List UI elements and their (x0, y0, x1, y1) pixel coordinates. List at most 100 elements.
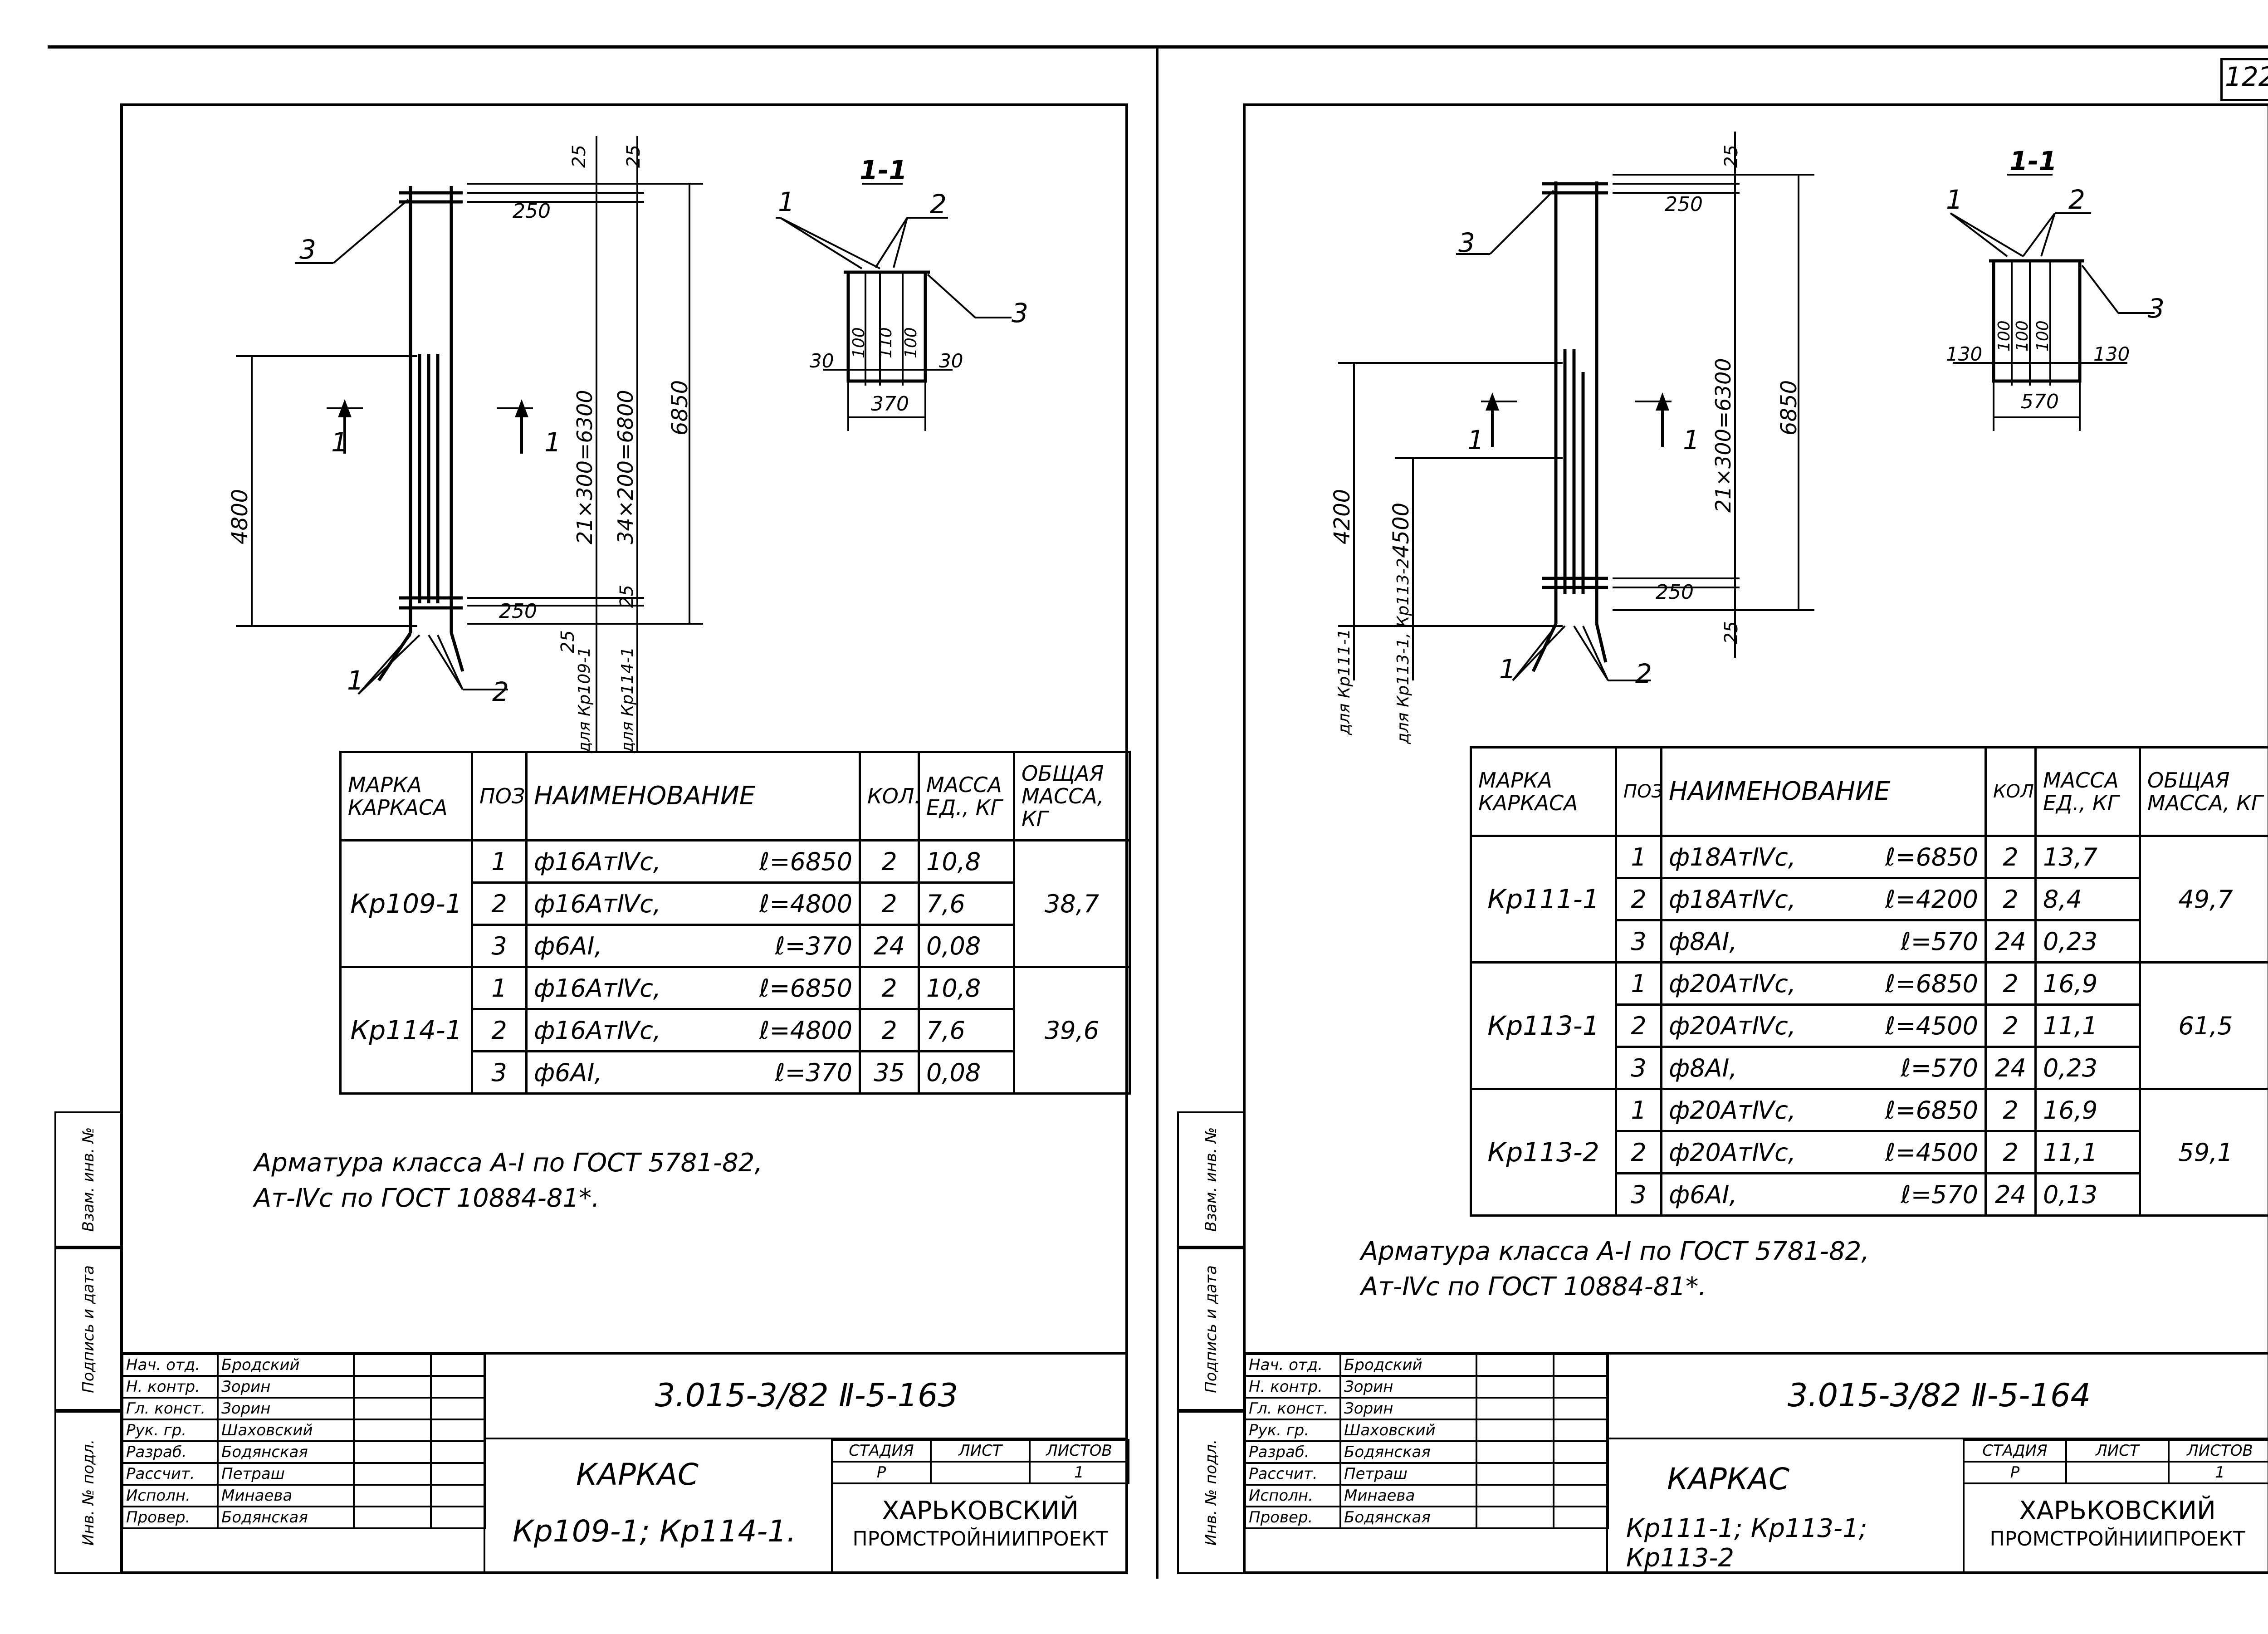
svg-text:30: 30 (810, 350, 834, 372)
right-note: Арматура класса А-Ⅰ по ГОСТ 5781-82, Ат-… (1361, 1234, 1869, 1305)
subtitle: Кр111-1; Кр113-1; Кр113-2 (1626, 1514, 1867, 1573)
svg-text:21×300=6300: 21×300=6300 (572, 390, 597, 545)
signature-row: Нач. отд.Бродский (1244, 1353, 1609, 1377)
total-mass: 39,6 (1013, 966, 1131, 1095)
page-number-box (2220, 58, 2268, 101)
signature-row: Провер.Бодянская (122, 1506, 486, 1529)
header-total: ОБЩАЯ МАССА, КГ (1013, 751, 1131, 841)
svg-text:110: 110 (877, 327, 895, 358)
right-title-cell: КАРКАС Кр111-1; Кр113-1; Кр113-2 (1606, 1439, 1965, 1574)
svg-text:370: 370 (871, 392, 909, 416)
svg-text:3: 3 (1458, 227, 1475, 258)
svg-text:1: 1 (778, 186, 795, 217)
table-row: 2 ф20АтⅣс,ℓ=4500 2 11,1 (1471, 1003, 2268, 1048)
svg-text:250: 250 (499, 600, 537, 623)
subtitle: Кр109-1; Кр114-1. (513, 1514, 797, 1549)
svg-text:1: 1 (1683, 425, 1700, 455)
svg-text:250: 250 (513, 200, 551, 223)
header-pos: ПОЗ. (471, 751, 528, 841)
svg-text:1: 1 (544, 427, 561, 458)
svg-text:100: 100 (2013, 320, 2032, 352)
svg-text:2: 2 (2068, 184, 2085, 215)
signature-row: Гл. конст.Зорин (122, 1397, 486, 1420)
note-line: Арматура класса А-Ⅰ по ГОСТ 5781-82, (254, 1148, 763, 1178)
header-name: НАИМЕНОВАНИЕ (525, 751, 861, 841)
svg-text:для Кр113-1, Кр113-2: для Кр113-1, Кр113-2 (1394, 558, 1413, 744)
header-name: НАИМЕНОВАНИЕ (1660, 746, 1987, 837)
doc-code: 3.015-3/82 Ⅱ-5-163 (655, 1377, 958, 1414)
left-note: Арматура класса А-Ⅰ по ГОСТ 5781-82, Ат-… (254, 1145, 763, 1216)
signature-row: Н. контр.Зорин (122, 1375, 486, 1399)
table-row: 2 ф18АтⅣс,ℓ=4200 2 8,4 (1471, 877, 2268, 921)
svg-text:1: 1 (1467, 425, 1484, 455)
svg-text:100: 100 (2033, 320, 2052, 352)
svg-text:для Кр109-1: для Кр109-1 (575, 647, 594, 753)
svg-text:25: 25 (557, 630, 578, 653)
side-cell-replace: Взам. инв. № (1177, 1111, 1245, 1248)
svg-text:для Кр114-1: для Кр114-1 (618, 647, 637, 753)
svg-text:100: 100 (902, 327, 920, 358)
note-line: Ат-Ⅳс по ГОСТ 10884-81*. (254, 1184, 600, 1213)
frame-mark: Кр114-1 (339, 966, 473, 1095)
svg-text:2: 2 (1635, 658, 1652, 689)
svg-text:130: 130 (1946, 343, 1982, 365)
left-title-cell: КАРКАС Кр109-1; Кр114-1. (484, 1439, 833, 1574)
table-row: Кр114-1 1 ф16АтⅣс,ℓ=6850 2 10,8 39,6 (339, 966, 1131, 1095)
svg-text:21×300=6300: 21×300=6300 (1711, 358, 1735, 513)
right-org: ХАРЬКОВСКИЙ ПРОМСТРОЙНИИПРОЕКТ (1989, 1496, 2245, 1551)
svg-text:1: 1 (347, 665, 364, 696)
signature-row: Разраб.Бодянская (1244, 1440, 1609, 1464)
header-mark: МАРКА КАРКАСА (1470, 746, 1617, 837)
svg-text:4200: 4200 (1330, 489, 1355, 544)
table-row: Кр111-1 1 ф18АтⅣс,ℓ=6850 2 13,7 49,7 (1470, 835, 2268, 964)
table-row: Кр109-1 1 ф16АтⅣс,ℓ=6850 2 10,8 38,7 (339, 839, 1131, 968)
center-divider (1156, 45, 1158, 1579)
signature-row: Исполн.Минаева (1244, 1484, 1609, 1507)
page-number: 122 (2225, 61, 2268, 92)
left-spec-table: МАРКА КАРКАСА ПОЗ. НАИМЕНОВАНИЕ КОЛ. МАС… (339, 751, 1131, 1095)
svg-text:4800: 4800 (227, 489, 253, 544)
frame-mark: Кр109-1 (339, 839, 473, 968)
frame-mark: Кр113-1 (1470, 961, 1617, 1090)
header-mark: МАРКА КАРКАСА (339, 751, 473, 841)
side-cell-replace: Взам. инв. № (54, 1111, 122, 1248)
table-row: Кр113-2 1 ф20АтⅣс,ℓ=6850 2 16,9 59,1 (1470, 1088, 2268, 1217)
total-mass: 49,7 (2139, 835, 2268, 964)
left-code-cell: 3.015-3/82 Ⅱ-5-163 (484, 1353, 1128, 1439)
right-code-cell: 3.015-3/82 Ⅱ-5-164 (1606, 1353, 2268, 1439)
svg-text:6850: 6850 (1776, 380, 1802, 435)
left-signatures: Нач. отд.Бродский Н. контр.Зорин Гл. кон… (122, 1353, 486, 1529)
right-signatures: Нач. отд.Бродский Н. контр.Зорин Гл. кон… (1244, 1353, 1609, 1529)
header-qty: КОЛ. (1984, 746, 2037, 837)
side-cell-inventory: Инв. № подл. (54, 1411, 122, 1574)
svg-text:25: 25 (623, 145, 644, 168)
left-org: ХАРЬКОВСКИЙ ПРОМСТРОЙНИИПРОЕКТ (852, 1496, 1108, 1551)
svg-text:1: 1 (1946, 184, 1963, 215)
table-row: 3 ф6АⅠ,ℓ=370 24 0,08 (341, 924, 1130, 968)
svg-text:1: 1 (1499, 654, 1516, 685)
svg-text:3: 3 (2148, 293, 2165, 324)
total-mass: 61,5 (2139, 961, 2268, 1090)
right-title-block (1243, 1352, 2268, 1577)
side-cell-inventory: Инв. № подл. (1177, 1411, 1245, 1574)
table-row: 2 ф16АтⅣс,ℓ=4800 2 7,6 (341, 1008, 1130, 1052)
svg-text:34×200=6800: 34×200=6800 (613, 390, 638, 545)
svg-text:1-1: 1-1 (860, 155, 907, 186)
table-row: 3 ф8АⅠ,ℓ=570 24 0,23 (1471, 1046, 2268, 1090)
frame-mark: Кр113-2 (1470, 1088, 1617, 1217)
note-line: Арматура класса А-Ⅰ по ГОСТ 5781-82, (1361, 1237, 1870, 1266)
left-title-block (120, 1352, 1128, 1577)
header-mass: МАССА ЕД., КГ (2034, 746, 2141, 837)
header-pos: ПОЗ. (1615, 746, 1662, 837)
table-row: 2 ф20АтⅣс,ℓ=4500 2 11,1 (1471, 1130, 2268, 1174)
header-qty: КОЛ. (859, 751, 920, 841)
signature-row: Нач. отд.Бродский (122, 1353, 486, 1377)
doc-code: 3.015-3/82 Ⅱ-5-164 (1787, 1377, 2091, 1414)
svg-text:250: 250 (1656, 581, 1694, 604)
